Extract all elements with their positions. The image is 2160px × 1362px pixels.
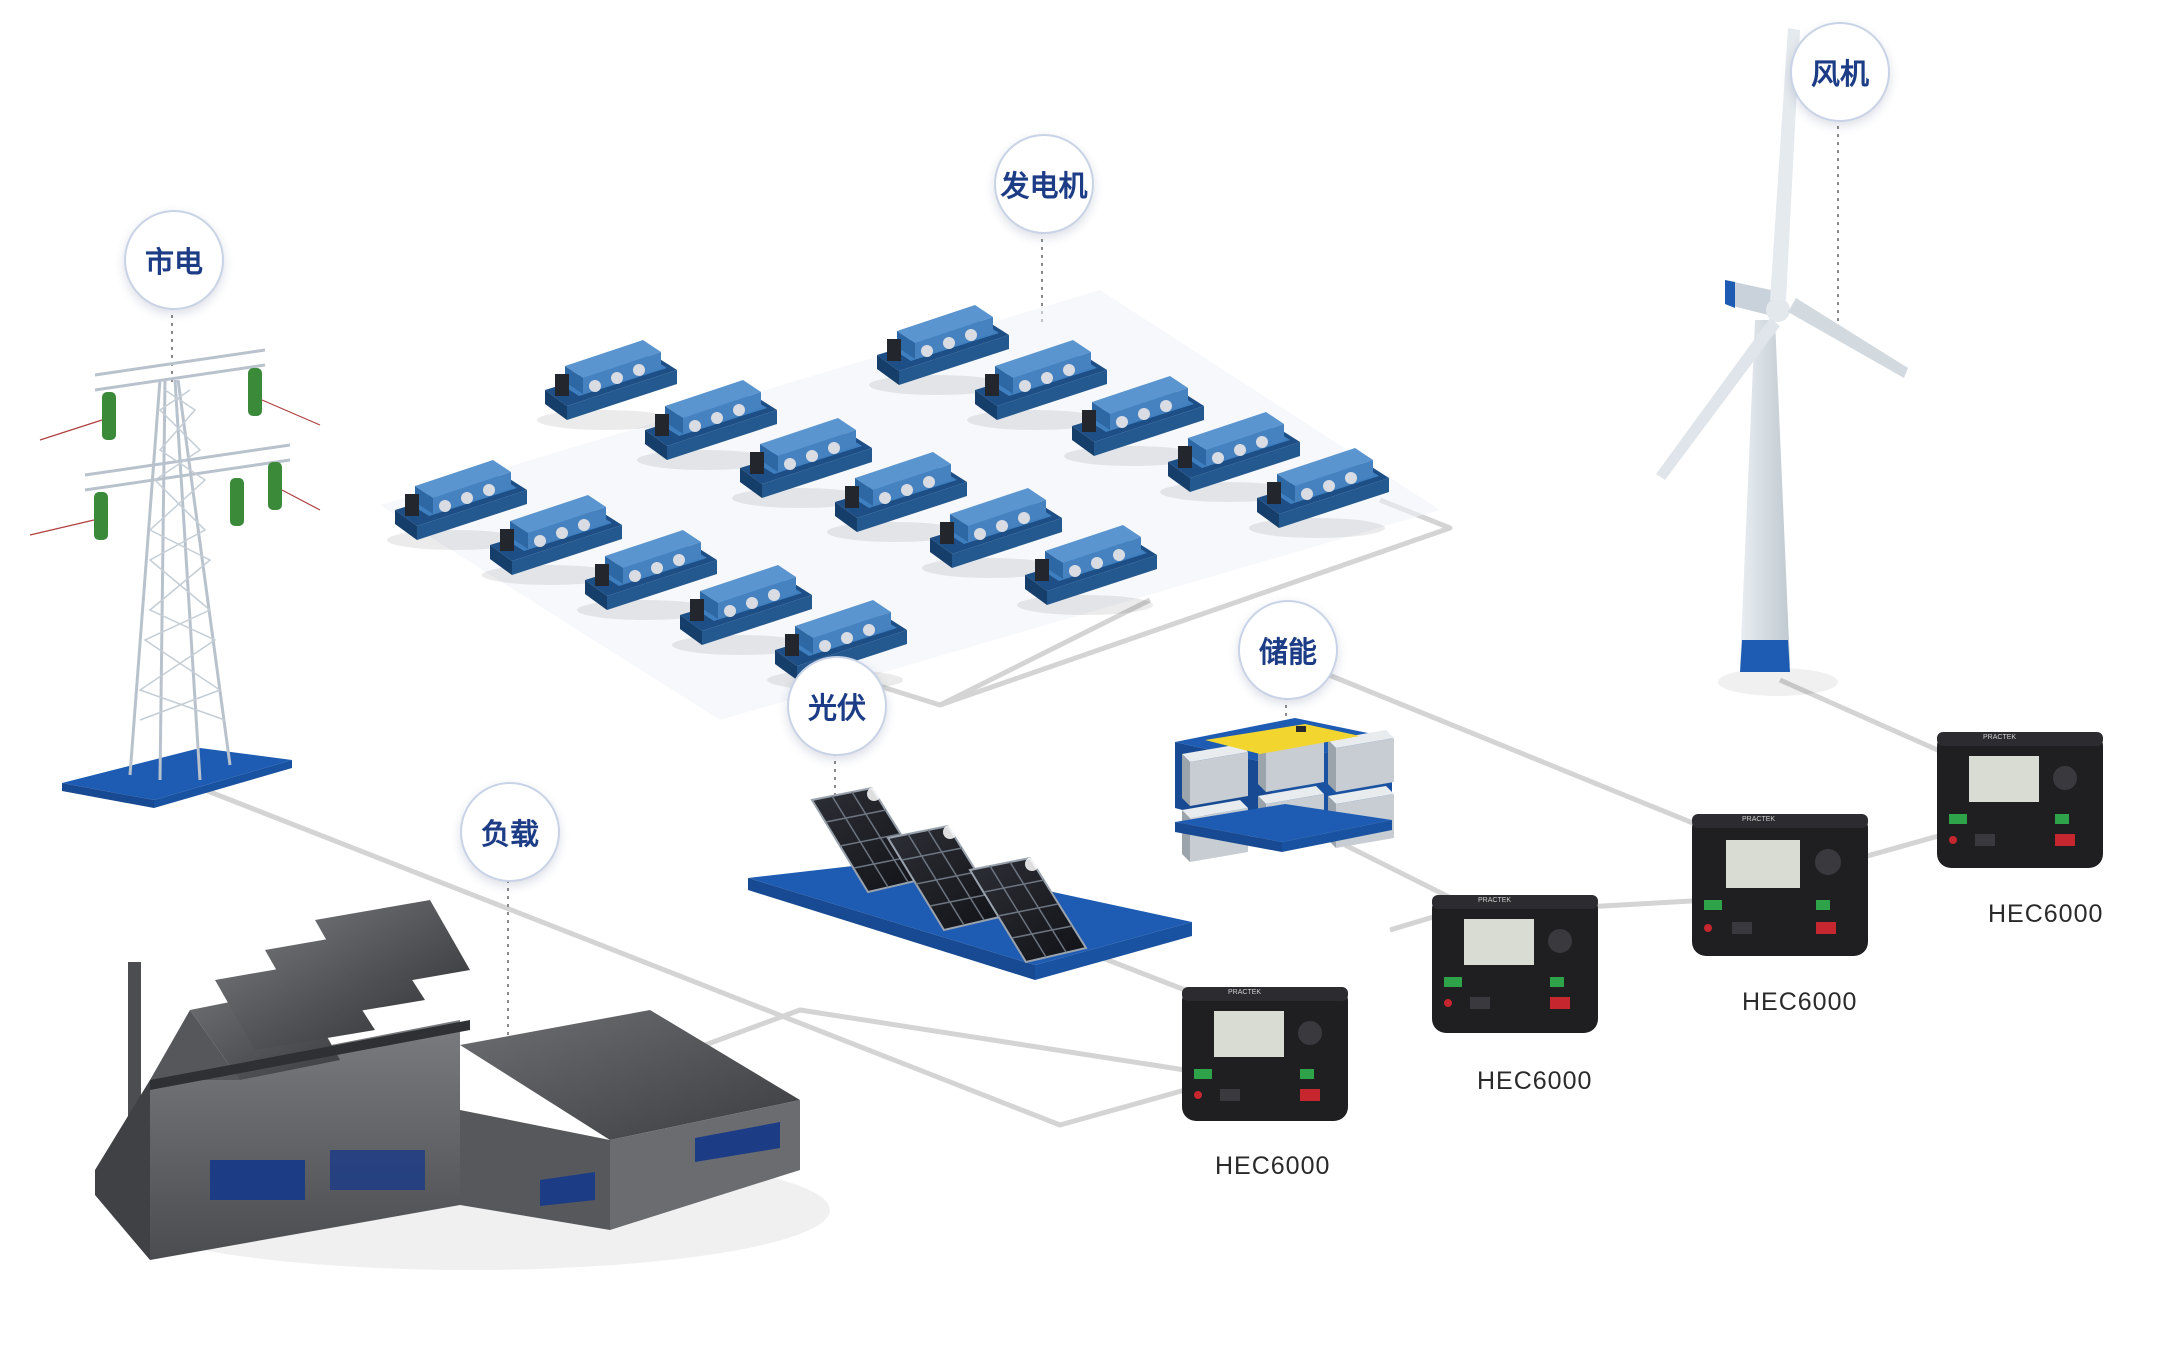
pv-label: 光伏 xyxy=(787,656,887,756)
controller-2: PRACTEK xyxy=(1430,893,1600,1035)
controller-device-icon xyxy=(1182,987,1348,1121)
storage-label: 储能 xyxy=(1238,600,1338,700)
controller-2-model: HEC6000 xyxy=(1477,1067,1593,1095)
factory-building-icon xyxy=(95,900,830,1270)
load-label: 负载 xyxy=(460,782,560,882)
controller-1-model: HEC6000 xyxy=(1215,1152,1331,1180)
grid-label: 市电 xyxy=(124,210,224,310)
controller-device-icon xyxy=(1432,895,1598,1033)
controller-1-brand: PRACTEK xyxy=(1228,989,1262,996)
generator-sets-icon xyxy=(380,290,1440,720)
controller-1: PRACTEK xyxy=(1180,985,1350,1123)
controller-4: PRACTEK xyxy=(1935,730,2105,870)
transmission-tower-icon xyxy=(29,348,321,808)
battery-storage-icon xyxy=(1175,718,1394,862)
controller-4-model: HEC6000 xyxy=(1988,900,2104,928)
connection-wires xyxy=(204,497,1962,1128)
controller-2-brand: PRACTEK xyxy=(1478,897,1512,904)
wind-label: 风机 xyxy=(1790,22,1890,122)
solar-array-icon xyxy=(748,786,1192,980)
wind-turbine-icon xyxy=(1656,28,1908,696)
generator-label: 发电机 xyxy=(994,134,1094,234)
controller-device-icon xyxy=(1937,732,2103,868)
controller-4-brand: PRACTEK xyxy=(1983,734,2017,741)
controller-device-icon xyxy=(1692,814,1868,956)
controller-3: PRACTEK xyxy=(1690,812,1870,958)
controller-3-model: HEC6000 xyxy=(1742,988,1858,1016)
controller-3-brand: PRACTEK xyxy=(1742,816,1776,823)
